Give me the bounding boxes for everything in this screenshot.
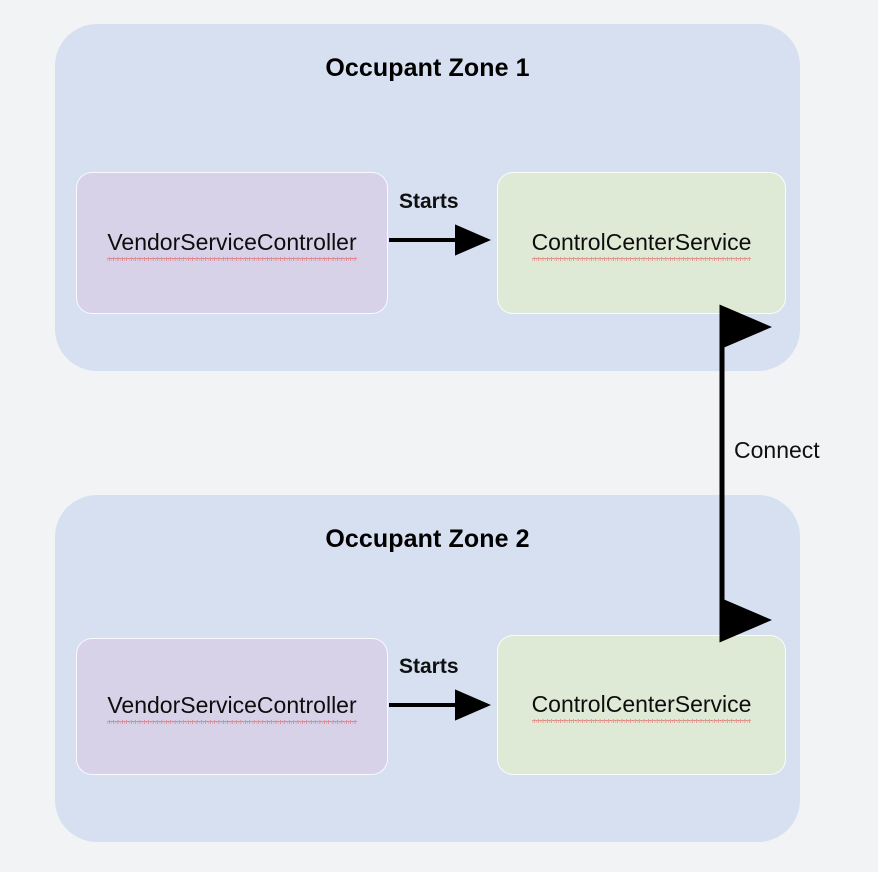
- node-vendor-service-controller-1[interactable]: VendorServiceController: [76, 172, 388, 314]
- node-vendor-service-controller-2[interactable]: VendorServiceController: [76, 638, 388, 775]
- node-label-control-center-service-2: ControlCenterService: [531, 691, 751, 723]
- node-label-control-center-service-1: ControlCenterService: [531, 229, 751, 261]
- occupant-zone-1-title: Occupant Zone 1: [325, 54, 530, 82]
- node-control-center-service-1[interactable]: ControlCenterService: [497, 172, 786, 314]
- edge-label-connect: Connect: [734, 437, 820, 463]
- edge-label-starts-zone-1: Starts: [399, 190, 459, 213]
- node-label-vendor-service-controller-1: VendorServiceController: [107, 229, 357, 261]
- edge-label-starts-zone-2: Starts: [399, 655, 459, 678]
- occupant-zone-2-title: Occupant Zone 2: [325, 525, 530, 553]
- node-label-vendor-service-controller-2: VendorServiceController: [107, 692, 357, 724]
- node-control-center-service-2[interactable]: ControlCenterService: [497, 635, 786, 775]
